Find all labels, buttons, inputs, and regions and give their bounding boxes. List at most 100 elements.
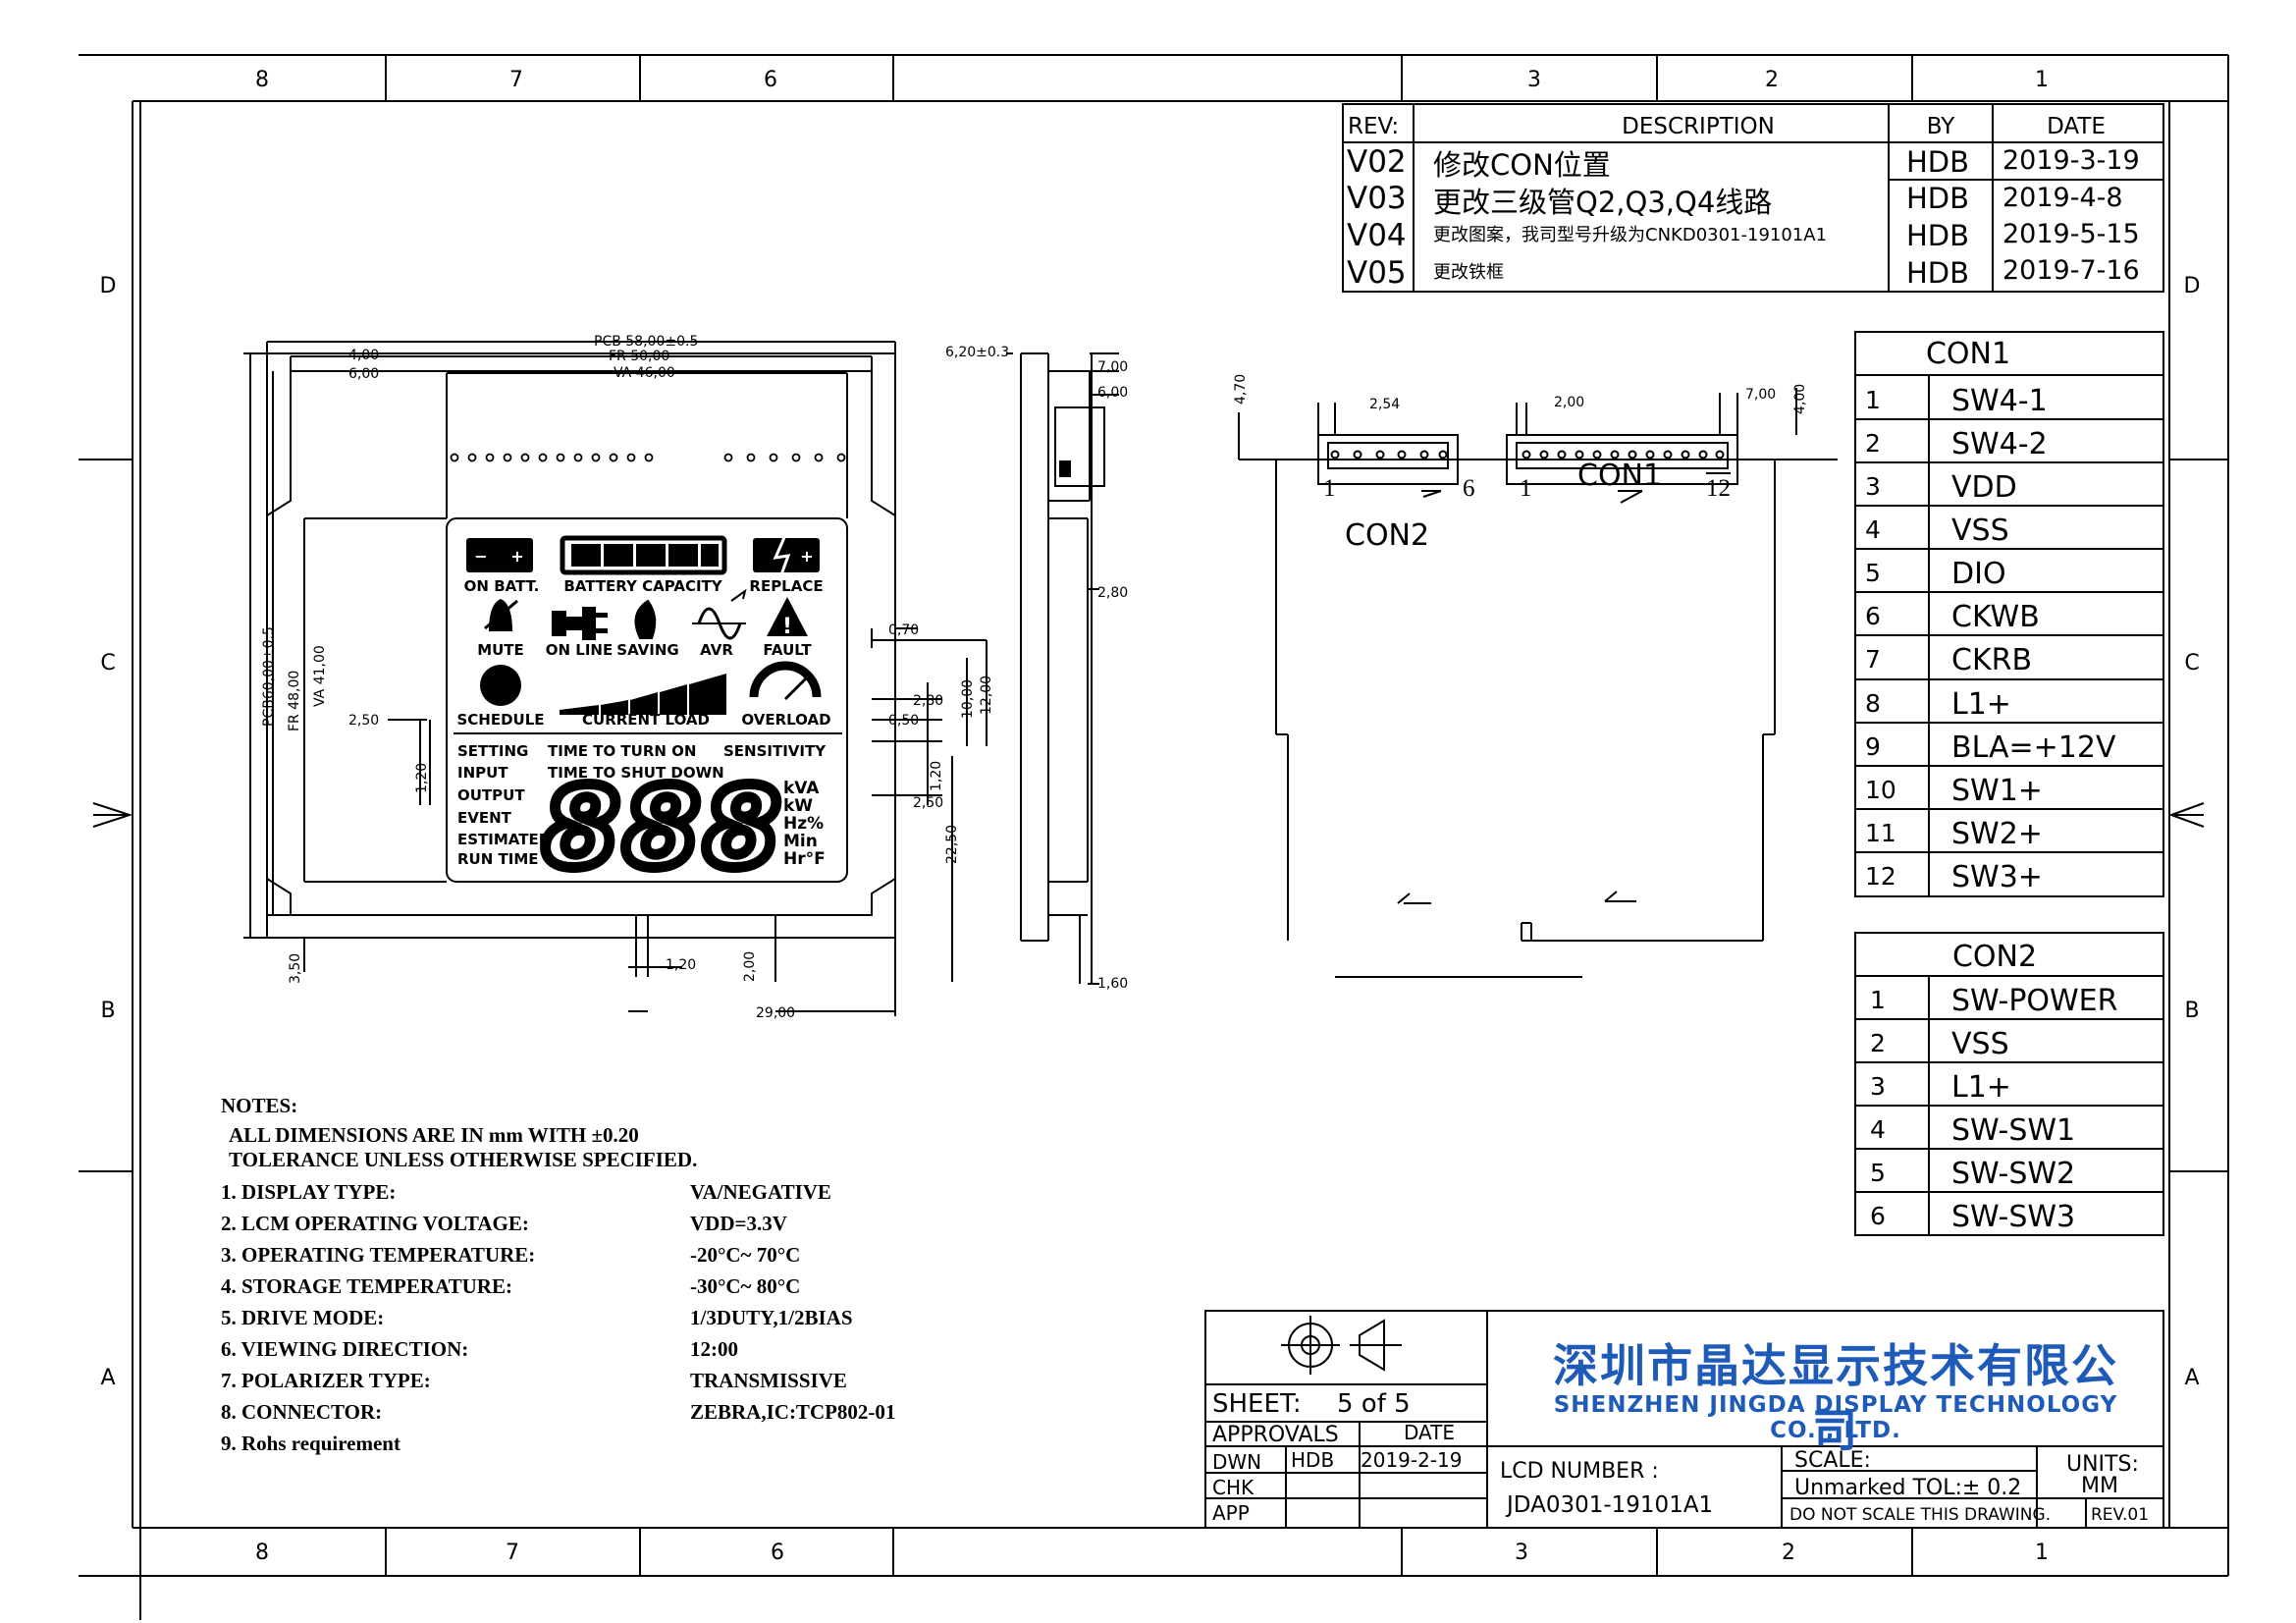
overload-label: OVERLOAD bbox=[741, 711, 830, 729]
mute-label: MUTE bbox=[477, 641, 524, 659]
note-value: TRANSMISSIVE bbox=[690, 1369, 847, 1392]
svg-text:+: + bbox=[800, 547, 813, 566]
note-label: 1. DISPLAY TYPE: bbox=[221, 1180, 397, 1204]
lcd-segments: − + ON BATT. BATTERY CAPACITY + REPLACE … bbox=[454, 534, 842, 898]
zone-top-7: 7 bbox=[509, 68, 523, 92]
con1-sig-8: L1+ bbox=[1951, 687, 2011, 722]
note-item: 6. VIEWING DIRECTION: 12:00 bbox=[221, 1333, 967, 1365]
notes-title: NOTES: bbox=[221, 1094, 298, 1117]
by-v02: HDB bbox=[1906, 145, 1969, 179]
zone-bottom-6: 6 bbox=[771, 1541, 784, 1565]
side-dim-620: 6,20±0.3 bbox=[945, 345, 1009, 360]
sheet-label: SHEET: bbox=[1212, 1389, 1302, 1419]
con1-table: CON1 1 2 3 4 5 6 7 8 9 10 11 12 SW4-1 SW… bbox=[1854, 331, 2164, 897]
dim-120-left: 1,20 bbox=[414, 763, 430, 793]
saving-label: SAVING bbox=[616, 641, 678, 659]
con2-sig-4: SW-SW1 bbox=[1951, 1113, 2075, 1148]
zone-labels: 8 7 6 3 2 1 8 7 6 3 2 1 D C B A D C B A bbox=[100, 68, 2201, 1565]
by-v05: HDB bbox=[1906, 256, 1969, 290]
con1-pin-12: 12 bbox=[1865, 862, 1896, 891]
dim-2250: 22,50 bbox=[944, 825, 960, 864]
metal-frame bbox=[266, 370, 896, 916]
notes-block: NOTES: ALL DIMENSIONS ARE IN mm WITH ±0.… bbox=[221, 1090, 967, 1459]
rev-number: REV.01 bbox=[2091, 1505, 2149, 1525]
dim-120-right: 1,20 bbox=[929, 761, 944, 791]
date-v04: 2019-5-15 bbox=[2002, 219, 2140, 249]
zone-bottom-3: 3 bbox=[1515, 1541, 1528, 1565]
zone-left-B: B bbox=[100, 999, 115, 1023]
connector-view bbox=[1238, 388, 1838, 978]
note-value: 12:00 bbox=[690, 1337, 738, 1361]
event-label: EVENT bbox=[457, 809, 512, 827]
rev-v05: V05 bbox=[1347, 255, 1407, 291]
front-view: PCB 58,00±0.5 FR 50,00 VA 46,00 4,00 6,0… bbox=[243, 334, 994, 1021]
scale-label: SCALE: bbox=[1794, 1448, 1871, 1473]
zone-top-2: 2 bbox=[1765, 68, 1779, 92]
units-value: MM bbox=[2081, 1474, 2118, 1498]
approvals-label: APPROVALS bbox=[1212, 1423, 1339, 1447]
con1-sig-9: BLA=+12V bbox=[1951, 730, 2116, 765]
unit-kva: kVA bbox=[783, 779, 820, 798]
con1-pin-5: 5 bbox=[1865, 559, 1881, 587]
battery-capacity-icon bbox=[560, 535, 727, 575]
side-dim-700: 7,00 bbox=[1097, 359, 1128, 375]
con1-pin-8: 8 bbox=[1865, 689, 1881, 718]
dim-va-height: VA 41,00 bbox=[312, 645, 328, 707]
zone-left-A: A bbox=[100, 1366, 115, 1390]
con2-sig-2: VSS bbox=[1951, 1027, 2009, 1061]
overload-gauge-icon bbox=[749, 661, 822, 698]
con1-sig-7: CKRB bbox=[1951, 643, 2032, 677]
con1-pin-4: 4 bbox=[1865, 515, 1881, 544]
con1-sig-11: SW2+ bbox=[1951, 817, 2043, 851]
dwn-by: HDB bbox=[1291, 1448, 1334, 1472]
note-label: 5. DRIVE MODE: bbox=[221, 1306, 385, 1329]
company-name-chinese: 深圳市晶达显示技术有限公司 bbox=[1553, 1339, 2118, 1457]
note-value: -30°C~ 80°C bbox=[690, 1274, 801, 1298]
con2-table: CON2 1 2 3 4 5 6 SW-POWER VSS L1+ SW-SW1… bbox=[1854, 932, 2164, 1236]
avr-label: AVR bbox=[700, 641, 733, 659]
third-angle-projection-icon bbox=[1281, 1316, 1402, 1375]
note-label: 9. Rohs requirement bbox=[221, 1432, 400, 1455]
zone-top-6: 6 bbox=[764, 68, 777, 92]
rev-v04: V04 bbox=[1347, 218, 1407, 253]
zone-top-3: 3 bbox=[1527, 68, 1541, 92]
con1-pin-11: 11 bbox=[1865, 819, 1896, 847]
title-block: SHEET: 5 of 5 APPROVALS DATE DWN HDB 201… bbox=[1204, 1310, 2164, 1529]
setting-label: SETTING bbox=[457, 742, 528, 760]
note-item: 9. Rohs requirement bbox=[221, 1428, 967, 1459]
con1-pin-last: 12 bbox=[1706, 475, 1731, 502]
pcb-pad-row bbox=[450, 453, 846, 462]
desc-v05: 更改铁框 bbox=[1433, 262, 1504, 283]
con1-pin-first: 1 bbox=[1520, 475, 1532, 502]
seven-segment-digits: 888 bbox=[543, 765, 784, 893]
zone-right-B: B bbox=[2184, 999, 2199, 1023]
desc-v03: 更改三级管Q2,Q3,Q4线路 bbox=[1433, 186, 1772, 219]
fault-label: FAULT bbox=[763, 641, 812, 659]
conn-dim-200: 2,00 bbox=[1554, 395, 1584, 410]
con1-view-label: CON1 bbox=[1577, 459, 1662, 493]
dim-4: 4,00 bbox=[348, 348, 379, 363]
note-label: 3. OPERATING TEMPERATURE: bbox=[221, 1243, 536, 1267]
note-label: 8. CONNECTOR: bbox=[221, 1400, 383, 1424]
zone-bottom-1: 1 bbox=[2035, 1541, 2049, 1565]
note-label: 6. VIEWING DIRECTION: bbox=[221, 1337, 469, 1361]
dim-2900: 29,00 bbox=[756, 1005, 795, 1021]
svg-text:!: ! bbox=[782, 615, 792, 639]
dim-280: 2,80 bbox=[913, 693, 943, 709]
notes-tolerance-line-1: ALL DIMENSIONS ARE IN mm WITH ±0.20 bbox=[229, 1123, 639, 1147]
zone-top-1: 1 bbox=[2035, 68, 2049, 92]
schedule-icon bbox=[480, 665, 521, 706]
note-value: VA/NEGATIVE bbox=[690, 1180, 831, 1204]
con2-pin-3: 3 bbox=[1870, 1072, 1886, 1101]
time-to-shut-down-label: TIME TO SHUT DOWN bbox=[548, 764, 724, 782]
time-to-turn-on-label: TIME TO TURN ON bbox=[548, 742, 696, 760]
lcd-number-value: JDA0301-19101A1 bbox=[1505, 1492, 1713, 1518]
description-header: DESCRIPTION bbox=[1622, 114, 1775, 139]
dwn-date: 2019-2-19 bbox=[1361, 1448, 1463, 1472]
con2-view-label: CON2 bbox=[1345, 518, 1429, 553]
dim-1200: 12,00 bbox=[979, 676, 994, 715]
dim-1000: 10,00 bbox=[960, 679, 976, 719]
note-label: 2. LCM OPERATING VOLTAGE: bbox=[221, 1212, 529, 1235]
saving-leaf-icon bbox=[634, 599, 657, 639]
note-item: 1. DISPLAY TYPE: VA/NEGATIVE bbox=[221, 1176, 967, 1208]
